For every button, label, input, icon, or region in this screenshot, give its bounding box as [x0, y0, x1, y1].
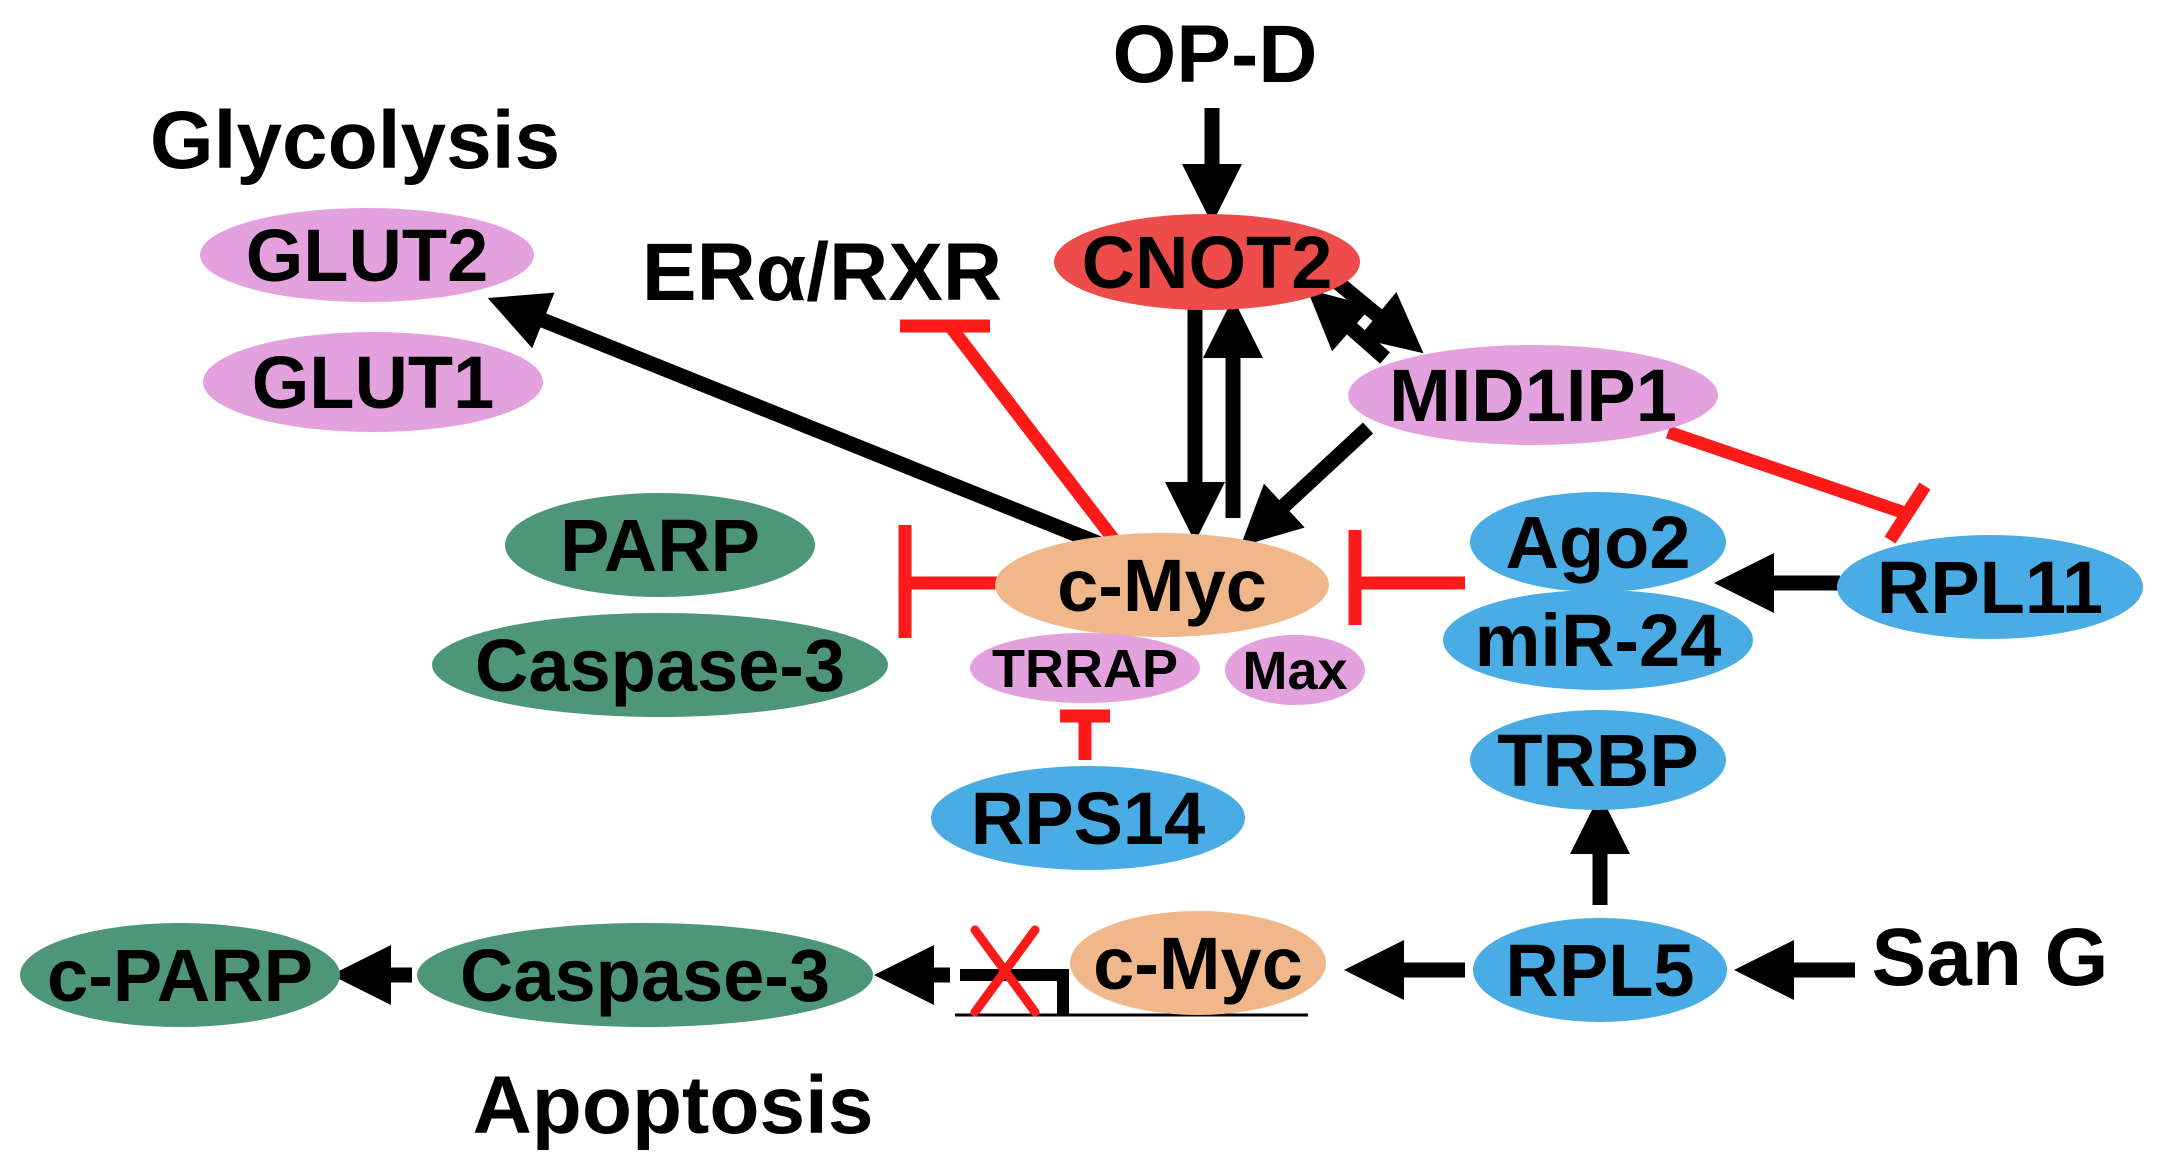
op-d-label: OP-D — [1113, 9, 1318, 100]
node-ago2: Ago2 — [1470, 492, 1726, 592]
mir24-ellipse — [1443, 590, 1753, 690]
caspase3-top-label: Caspase-3 — [475, 624, 845, 707]
mid1ip1-ellipse — [1348, 345, 1718, 445]
node-parp: PARP — [505, 493, 815, 597]
node-rpl5: RPL5 — [1473, 918, 1727, 1022]
inhibit-ago2-to-cmyc — [1348, 530, 1465, 625]
rpl5-label: RPL5 — [1505, 929, 1694, 1012]
node-glut1: GLUT1 — [203, 332, 543, 432]
mir24-label: miR-24 — [1475, 599, 1722, 682]
node-rps14: RPS14 — [931, 766, 1245, 870]
node-mir24: miR-24 — [1443, 590, 1753, 690]
node-caspase3-bottom: Caspase-3 — [417, 923, 873, 1027]
trbp-label: TRBP — [1497, 719, 1698, 802]
cmyc-top-ellipse — [995, 533, 1329, 637]
cmyc-top-label: c-Myc — [1057, 544, 1267, 627]
node-trrap: TRRAP — [970, 633, 1200, 703]
node-glut2: GLUT2 — [200, 208, 534, 302]
rps14-label: RPS14 — [971, 777, 1205, 860]
arrow-cmyc-to-glut2 — [487, 292, 1113, 555]
arrow-mid1ip1-to-cmyc — [1240, 422, 1374, 547]
rpl11-label: RPL11 — [1877, 546, 2103, 629]
cmyc-bottom-label: c-Myc — [1093, 922, 1303, 1005]
cnot2-label: CNOT2 — [1082, 221, 1333, 304]
caspase3-bottom-label: Caspase-3 — [460, 934, 830, 1017]
inhibit-mid1ip1-to-rpl11 — [1665, 425, 1931, 544]
cmyc-promoter — [955, 969, 1308, 1017]
ago2-label: Ago2 — [1506, 501, 1691, 584]
promoter-bent-arrow — [960, 969, 1069, 1015]
rpl11-ellipse — [1837, 535, 2143, 639]
ago2-ellipse — [1470, 492, 1726, 592]
caspase3-bottom-ellipse — [417, 923, 873, 1027]
cmyc-bottom-ellipse — [1070, 911, 1326, 1015]
node-cnot2: CNOT2 — [1054, 214, 1360, 310]
glut2-ellipse — [200, 208, 534, 302]
node-cmyc-bottom: c-Myc — [1070, 911, 1326, 1015]
parp-ellipse — [505, 493, 815, 597]
glut2-label: GLUT2 — [246, 214, 489, 297]
mid1ip1-label: MID1IP1 — [1389, 354, 1677, 437]
rps14-ellipse — [931, 766, 1245, 870]
trbp-ellipse — [1470, 710, 1726, 810]
blocked-x-icon — [970, 925, 1040, 1017]
max-label: Max — [1242, 641, 1347, 701]
node-rpl11: RPL11 — [1837, 535, 2143, 639]
cparp-ellipse — [20, 923, 340, 1027]
glut1-label: GLUT1 — [252, 341, 495, 424]
inhibition-edges — [898, 319, 1931, 760]
inhibit-rps14-to-trrap — [1060, 709, 1110, 760]
trrap-ellipse — [970, 633, 1200, 703]
er-rxr-label: ERα/RXR — [642, 227, 1002, 318]
arrow-mid1ip1-to-cnot2 — [1307, 289, 1390, 364]
node-caspase3-top: Caspase-3 — [432, 613, 888, 717]
node-cmyc-top: c-Myc — [995, 533, 1329, 637]
node-trbp: TRBP — [1470, 710, 1726, 810]
glycolysis-label: Glycolysis — [150, 95, 560, 186]
trrap-label: TRRAP — [992, 639, 1178, 699]
rpl5-ellipse — [1473, 918, 1727, 1022]
node-cparp: c-PARP — [20, 923, 340, 1027]
max-ellipse — [1225, 635, 1365, 705]
cnot2-ellipse — [1054, 214, 1360, 310]
cparp-label: c-PARP — [47, 934, 313, 1017]
parp-label: PARP — [560, 504, 760, 587]
apoptosis-label: Apoptosis — [473, 1060, 874, 1151]
caspase3-top-ellipse — [432, 613, 888, 717]
node-mid1ip1: MID1IP1 — [1348, 345, 1718, 445]
glut1-ellipse — [203, 332, 543, 432]
node-max: Max — [1225, 635, 1365, 705]
san-g-label: San G — [1872, 912, 2109, 1003]
inhibit-cmyc-to-er-rxr — [900, 319, 1124, 549]
